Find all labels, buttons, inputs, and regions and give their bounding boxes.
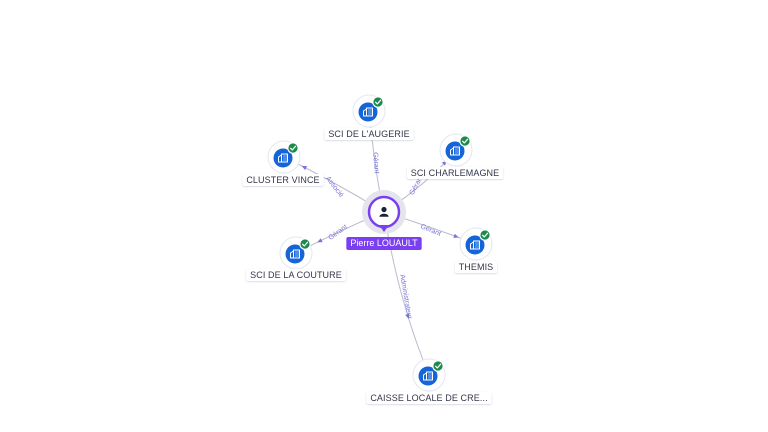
edge-relation-label: Gérant: [327, 224, 348, 242]
node-badge: [465, 235, 485, 255]
building-icon: [423, 371, 433, 381]
building-icon: [363, 107, 373, 117]
edge-arrow-icon: [301, 165, 308, 171]
company-name: SCI CHARLEMAGNE: [411, 168, 500, 178]
building-icon: [470, 240, 480, 250]
label-box: [454, 261, 498, 273]
label-box: [242, 174, 324, 186]
person-tag-box: [346, 237, 422, 250]
person-pin-tip: [379, 225, 389, 232]
node-badge: [445, 141, 465, 161]
label-box: [406, 167, 504, 179]
company-node-caisse-locale[interactable]: CAISSE LOCALE DE CRE...: [366, 358, 492, 404]
edge-arrow-icon: [453, 233, 459, 238]
verified-check-icon: [287, 142, 299, 154]
company-node-sci-de-laugerie[interactable]: SCI DE L'AUGERIE: [324, 94, 414, 140]
company-node-cluster-vince[interactable]: CLUSTER VINCE: [242, 140, 324, 186]
edge-arrow-icon: [317, 238, 323, 243]
company-name: CAISSE LOCALE DE CRE...: [370, 393, 487, 403]
company-label[interactable]: THEMIS: [454, 261, 498, 273]
building-icon: [450, 146, 460, 156]
verified-check-icon: [372, 96, 384, 108]
verified-check-icon: [459, 135, 471, 147]
verified-check-icon: [299, 238, 311, 250]
company-name: SCI DE L'AUGERIE: [328, 129, 409, 139]
person-icon: [379, 206, 389, 217]
edge-caisse-locale: Administrateur: [383, 211, 430, 376]
node-badge: [358, 102, 378, 122]
company-label[interactable]: SCI DE LA COUTURE: [246, 269, 346, 281]
company-name: SCI DE LA COUTURE: [250, 270, 342, 280]
company-name: CLUSTER VINCE: [246, 175, 319, 185]
edge-arrow-icon: [405, 313, 410, 319]
company-node-themis[interactable]: THEMIS: [454, 227, 498, 273]
node-badge: [285, 244, 305, 264]
nodes-layer: SCI DE L'AUGERIE CLUSTER VINCE SCI CHARLEM…: [242, 94, 504, 404]
edge-relation-label: Gérant: [419, 223, 442, 238]
company-node-sci-de-la-couture[interactable]: SCI DE LA COUTURE: [246, 236, 346, 281]
company-label[interactable]: CAISSE LOCALE DE CRE...: [366, 392, 492, 404]
building-icon: [290, 249, 300, 259]
edge-relation-label: Administrateur: [398, 274, 413, 320]
building-icon: [278, 153, 288, 163]
person-name: Pierre LOUAULT: [350, 238, 418, 248]
node-badge: [273, 148, 293, 168]
company-name: THEMIS: [459, 262, 494, 272]
node-badge: [418, 366, 438, 386]
company-label[interactable]: CLUSTER VINCE: [242, 174, 324, 186]
company-node-sci-charlemagne[interactable]: SCI CHARLEMAGNE: [406, 133, 504, 179]
person-tag[interactable]: Pierre LOUAULT: [346, 237, 422, 250]
verified-check-icon: [479, 229, 491, 241]
company-label[interactable]: SCI DE L'AUGERIE: [324, 128, 414, 140]
label-box: [246, 269, 346, 281]
person-node[interactable]: Pierre LOUAULT: [346, 190, 422, 250]
label-box: [324, 128, 414, 140]
company-label[interactable]: SCI CHARLEMAGNE: [406, 167, 504, 179]
verified-check-icon: [432, 360, 444, 372]
label-box: [366, 392, 492, 404]
edge-relation-label: Gérant: [371, 152, 379, 174]
